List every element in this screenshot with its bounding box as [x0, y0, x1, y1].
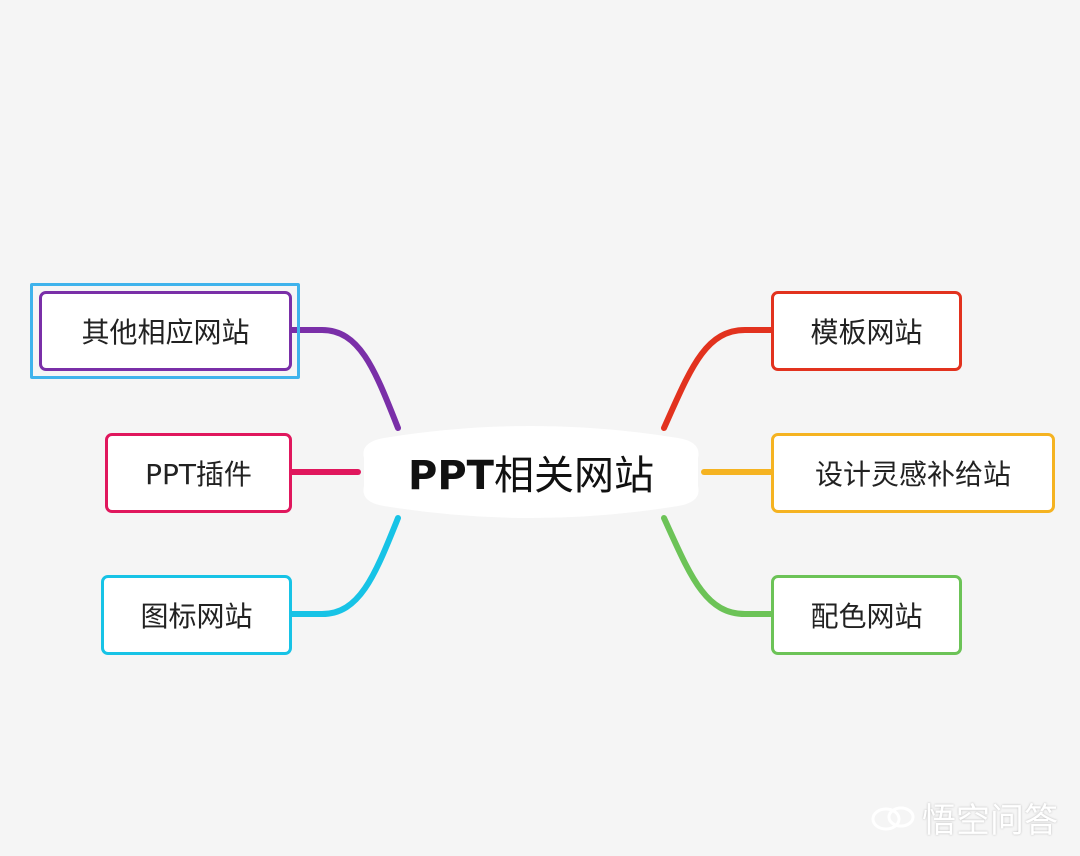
- connector-others: [289, 327, 401, 431]
- central-topic-label: PPT相关网站: [408, 453, 654, 499]
- node-label: 其他相应网站: [81, 316, 250, 349]
- connector-icons: [289, 515, 401, 617]
- connector-colors: [661, 515, 775, 617]
- node-label: PPT插件: [145, 458, 252, 491]
- central-topic[interactable]: PPT相关网站: [358, 414, 704, 530]
- watermark: 悟空问答: [870, 793, 1058, 842]
- node-template-sites[interactable]: 模板网站: [771, 291, 962, 371]
- node-other-related-sites[interactable]: 其他相应网站: [39, 291, 292, 371]
- node-label: 配色网站: [810, 600, 923, 633]
- central-topic-shape: [363, 426, 699, 518]
- node-label: 图标网站: [140, 600, 253, 633]
- connector-templates: [661, 327, 775, 431]
- node-label: 设计灵感补给站: [814, 458, 1011, 491]
- watermark-text: 悟空问答: [922, 801, 1058, 841]
- node-design-inspiration[interactable]: 设计灵感补给站: [771, 433, 1055, 513]
- node-icon-sites[interactable]: 图标网站: [101, 575, 292, 655]
- wukong-logo-icon: [871, 806, 915, 830]
- selection-outline: [30, 283, 300, 379]
- node-color-sites[interactable]: 配色网站: [771, 575, 962, 655]
- node-ppt-plugins[interactable]: PPT插件: [105, 433, 292, 513]
- node-label: 模板网站: [810, 316, 923, 349]
